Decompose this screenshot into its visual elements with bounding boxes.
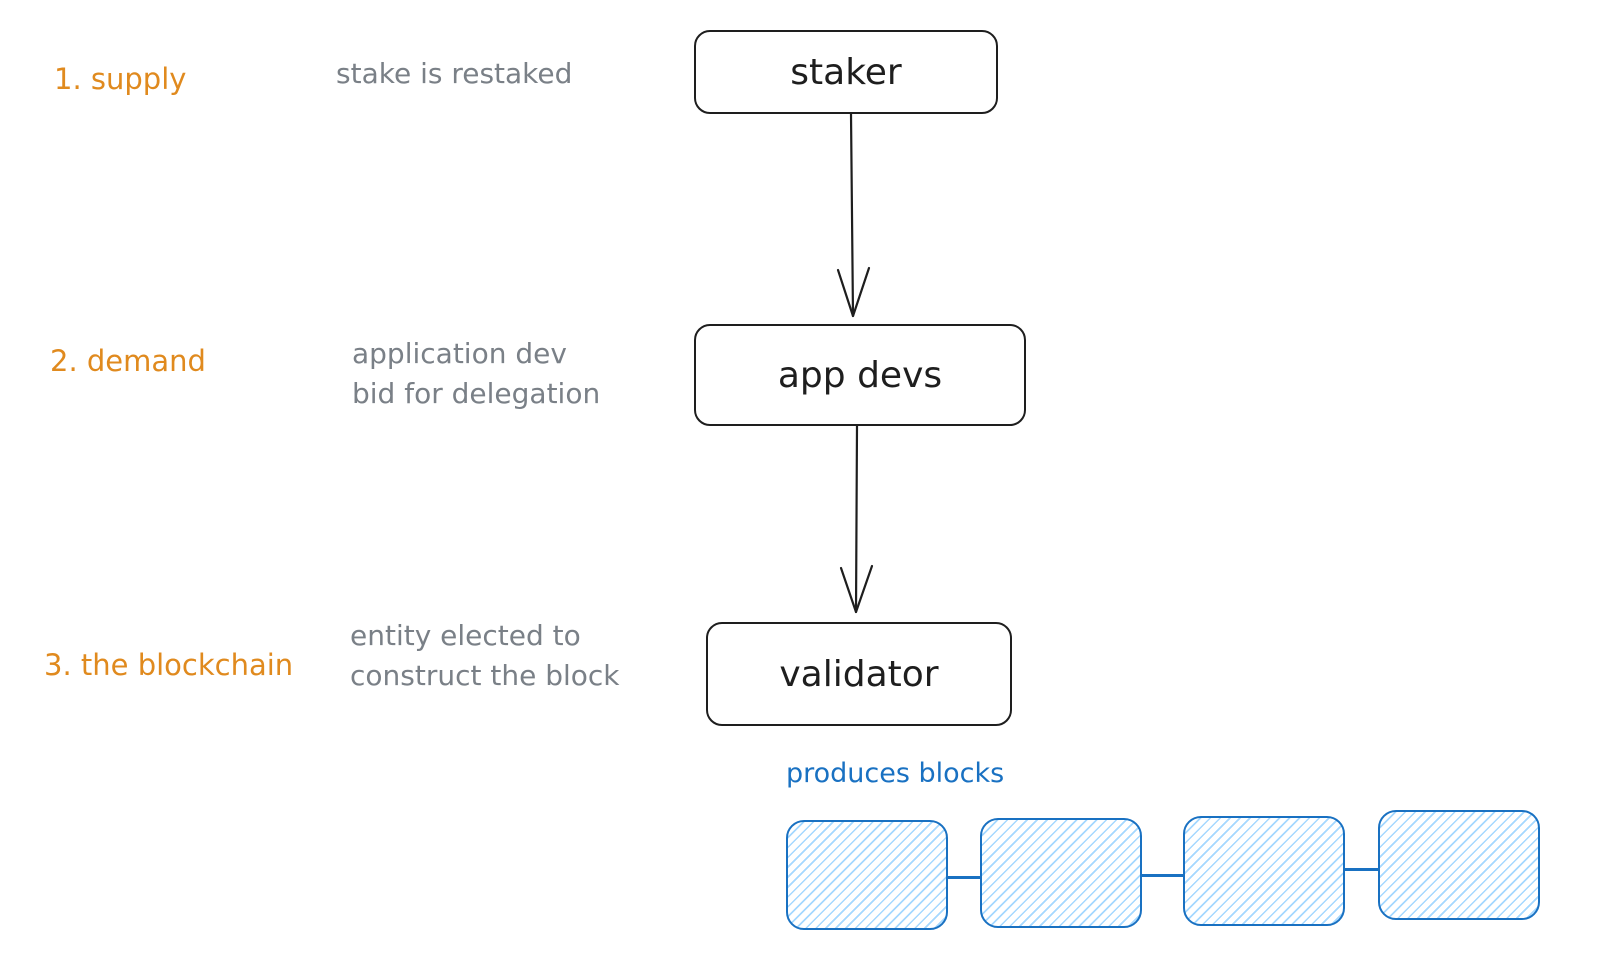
node-validator: validator <box>706 622 1012 726</box>
step-description-demand: application dev bid for delegation <box>352 334 600 414</box>
block-link <box>946 876 984 879</box>
chain-block <box>1378 810 1540 920</box>
step-description-line: application dev <box>352 337 567 370</box>
step-description-line: entity elected to <box>350 619 581 652</box>
step-description-line: bid for delegation <box>352 377 601 410</box>
step-label-demand: 2. demand <box>50 344 206 378</box>
arrowhead-app-devs-to-validator <box>839 564 874 614</box>
step-description-line: construct the block <box>350 659 620 692</box>
step-description-blockchain: entity elected to construct the block <box>350 616 620 696</box>
step-description-line: stake is restaked <box>336 57 573 90</box>
node-staker: staker <box>694 30 998 114</box>
arrow-staker-to-app-devs <box>849 112 855 318</box>
arrow-app-devs-to-validator <box>854 424 859 614</box>
step-description-supply: stake is restaked <box>336 54 572 94</box>
step-label-blockchain: 3. the blockchain <box>44 648 294 682</box>
block-link <box>1141 874 1185 877</box>
step-label-supply: 1. supply <box>54 62 187 96</box>
chain-block <box>1183 816 1345 926</box>
produces-blocks-label: produces blocks <box>786 758 1005 789</box>
chain-block <box>980 818 1142 928</box>
block-link <box>1344 868 1380 871</box>
chain-block <box>786 820 948 930</box>
node-app-devs: app devs <box>694 324 1026 426</box>
arrowhead-staker-to-app-devs <box>836 266 871 318</box>
